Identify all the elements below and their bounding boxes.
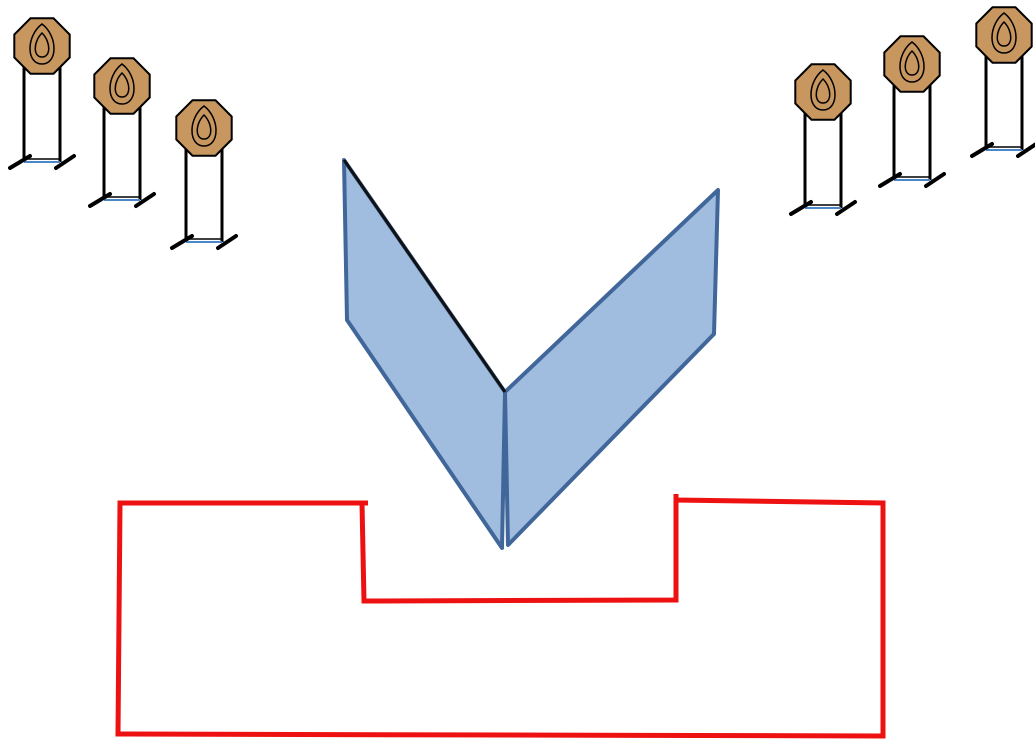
steel-target-icon — [176, 100, 231, 155]
barricade-panel-right — [505, 190, 718, 545]
steel-target-icon — [14, 18, 69, 73]
target-left-2 — [90, 58, 154, 206]
target-right-3 — [972, 7, 1035, 156]
steel-target-icon — [94, 58, 149, 113]
target-right-2 — [880, 36, 944, 186]
steel-target-icon — [976, 7, 1031, 62]
steel-target-icon — [884, 36, 939, 91]
right-target-group — [791, 7, 1035, 214]
target-left-1 — [10, 18, 74, 168]
target-right-1 — [791, 64, 855, 214]
barricade-panel-left — [344, 160, 505, 548]
v-barricade — [344, 160, 718, 548]
left-target-group — [10, 18, 236, 248]
target-left-3 — [172, 100, 236, 248]
steel-target-icon — [795, 64, 850, 119]
